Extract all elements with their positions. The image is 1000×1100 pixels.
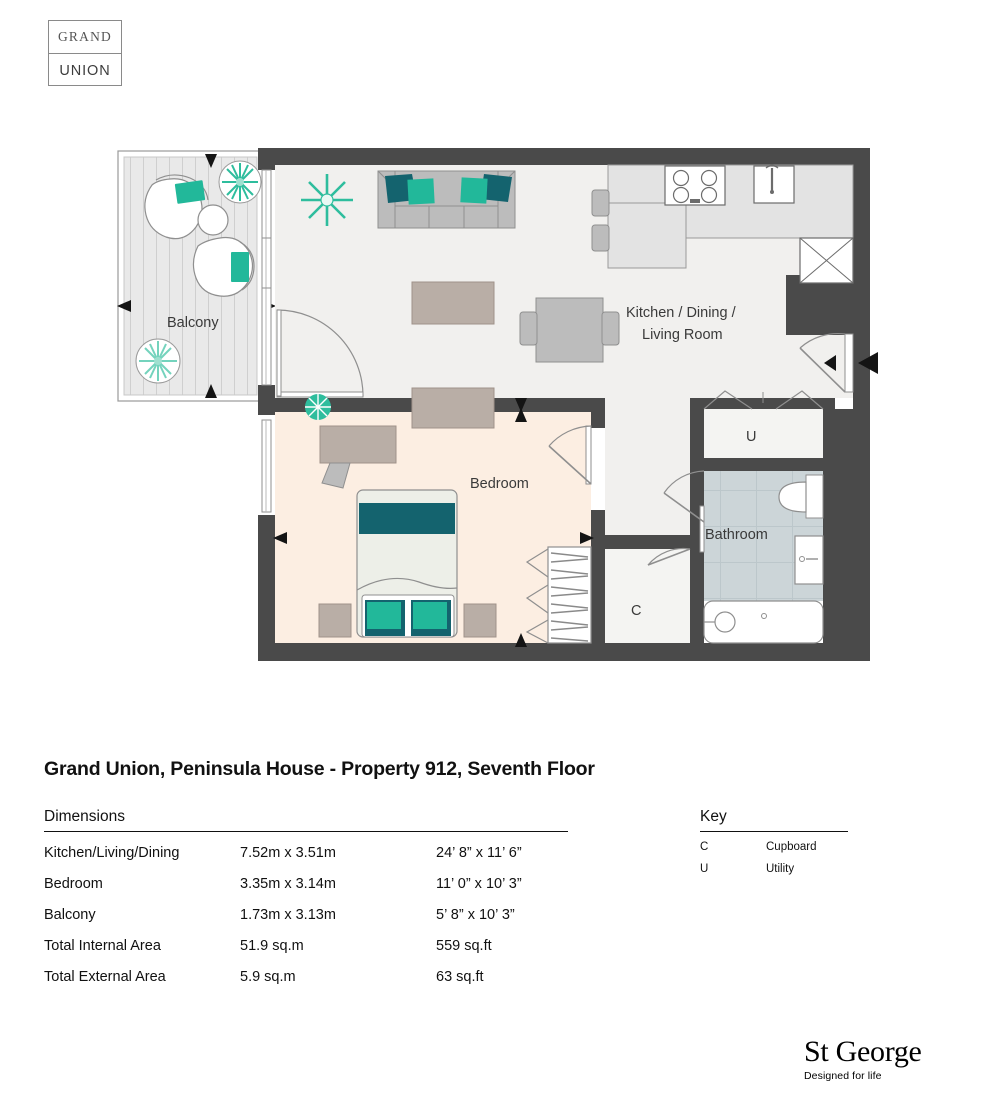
balcony-armchair-lower [192, 236, 255, 297]
utility-floor [704, 409, 823, 458]
table-row: Total Internal Area 51.9 sq.m 559 sq.ft [44, 930, 568, 961]
bedroom-window [261, 419, 272, 513]
balcony-sliding-door [261, 169, 272, 386]
entrance-arrow-outer [858, 352, 878, 374]
bath-icon [703, 600, 824, 644]
bathroom-fixtures [663, 470, 824, 644]
apartment-walls [258, 148, 870, 661]
kitchen-label-line2: Living Room [642, 327, 723, 343]
balcony-plant-lower-icon [135, 338, 181, 384]
key-code: C [700, 841, 709, 853]
list-item: U Utility [700, 858, 848, 880]
dimension-metric: 51.9 sq.m [240, 937, 304, 954]
balcony-area: Balcony [117, 150, 276, 402]
balcony-side-table [197, 204, 229, 236]
dimension-room: Total Internal Area [44, 937, 161, 954]
dimension-imperial: 11’ 0” x 10’ 3” [436, 875, 522, 892]
bedroom-furniture [318, 425, 592, 644]
balcony-label: Balcony [167, 315, 219, 331]
dimension-room: Bedroom [44, 875, 103, 892]
entrance-arrow-inner [824, 355, 836, 371]
dimension-room: Balcony [44, 906, 96, 923]
dining-chair-left [519, 311, 538, 346]
nightstand-right [463, 603, 497, 638]
kitchen-units [591, 164, 854, 284]
bed-pillow-left [365, 600, 405, 636]
bar-stool-1 [591, 189, 610, 217]
dimension-imperial: 559 sq.ft [436, 937, 492, 954]
dining-chair-right [601, 311, 620, 346]
bedroom-door [548, 425, 592, 485]
balcony-plant-upper-icon [218, 160, 262, 204]
dimension-room: Total External Area [44, 968, 166, 985]
dimension-imperial: 5’ 8” x 10’ 3” [436, 906, 515, 923]
living-plant-small-icon [305, 394, 331, 420]
st-george-logo: St George Designed for life [804, 1035, 978, 1083]
sink-icon [753, 164, 795, 204]
dimensions-section: Dimensions Kitchen/Living/Dining 7.52m x… [44, 808, 568, 992]
key-code: U [700, 863, 709, 875]
entrance-door [799, 332, 878, 393]
dining-table [519, 297, 620, 363]
nightstand-left [318, 603, 352, 638]
living-plant-icon [301, 174, 353, 226]
utility-closet [703, 390, 824, 410]
dimension-metric: 1.73m x 3.13m [240, 906, 336, 923]
cupboard-code-label: C [631, 603, 641, 619]
bed-headboard [359, 503, 455, 534]
bathroom-door [663, 470, 705, 523]
bedroom-label: Bedroom [470, 476, 529, 492]
dimension-imperial: 63 sq.ft [436, 968, 484, 985]
list-item: C Cupboard [700, 836, 848, 858]
bedroom-desk [319, 425, 397, 464]
bathroom-label: Bathroom [705, 527, 768, 543]
appliance-icon [799, 237, 854, 284]
key-table: C Cupboard U Utility [700, 836, 848, 880]
key-heading: Key [700, 808, 848, 832]
dimension-metric: 5.9 sq.m [240, 968, 296, 985]
basin-icon [794, 535, 824, 585]
bedroom-desk-chair [321, 462, 351, 489]
table-row: Total External Area 5.9 sq.m 63 sq.ft [44, 961, 568, 992]
living-rug-lower [411, 387, 495, 429]
sofa-cushion-dark-right [480, 174, 512, 202]
utility-code-label: U [746, 429, 756, 445]
table-row: Balcony 1.73m x 3.13m 5’ 8” x 10’ 3” [44, 899, 568, 930]
wardrobe [525, 546, 592, 644]
living-rug-upper [411, 281, 495, 325]
dimensions-heading: Dimensions [44, 808, 568, 832]
sofa [377, 170, 516, 229]
key-section: Key C Cupboard U Utility [700, 808, 848, 880]
table-row: Bedroom 3.35m x 3.14m 11’ 0” x 10’ 3” [44, 868, 568, 899]
dimensions-table: Kitchen/Living/Dining 7.52m x 3.51m 24’ … [44, 837, 568, 992]
bed-throw [356, 577, 458, 591]
grand-union-logo: GRAND UNION [48, 20, 122, 86]
dimension-metric: 3.35m x 3.14m [240, 875, 336, 892]
bar-stool-2 [591, 224, 610, 252]
hob-icon [664, 165, 726, 206]
cupboard [647, 547, 691, 566]
logo-word-grand: GRAND [49, 21, 121, 54]
bedroom-dimension-arrows [273, 398, 594, 647]
key-meaning: Utility [766, 863, 795, 875]
kitchen-label-line1: Kitchen / Dining / [626, 305, 737, 321]
key-meaning: Cupboard [766, 841, 817, 853]
dimension-room: Kitchen/Living/Dining [44, 844, 180, 861]
dimension-imperial: 24’ 8” x 11’ 6” [436, 844, 522, 861]
dimension-metric: 7.52m x 3.51m [240, 844, 336, 861]
floor-plan: Balcony [0, 130, 1000, 700]
page-title: Grand Union, Peninsula House - Property … [44, 758, 595, 780]
sofa-cushion-teal-left [407, 178, 435, 205]
cupboard-floor [605, 549, 690, 643]
table-row: Kitchen/Living/Dining 7.52m x 3.51m 24’ … [44, 837, 568, 868]
logo-word-union: UNION [59, 62, 111, 79]
toilet-icon [778, 474, 824, 519]
developer-name: St George [804, 1035, 922, 1068]
sofa-cushion-teal-right [460, 177, 488, 204]
balcony-armchair-upper [144, 174, 209, 240]
developer-tagline: Designed for life [804, 1070, 882, 1082]
bed-pillow-right [411, 600, 451, 636]
